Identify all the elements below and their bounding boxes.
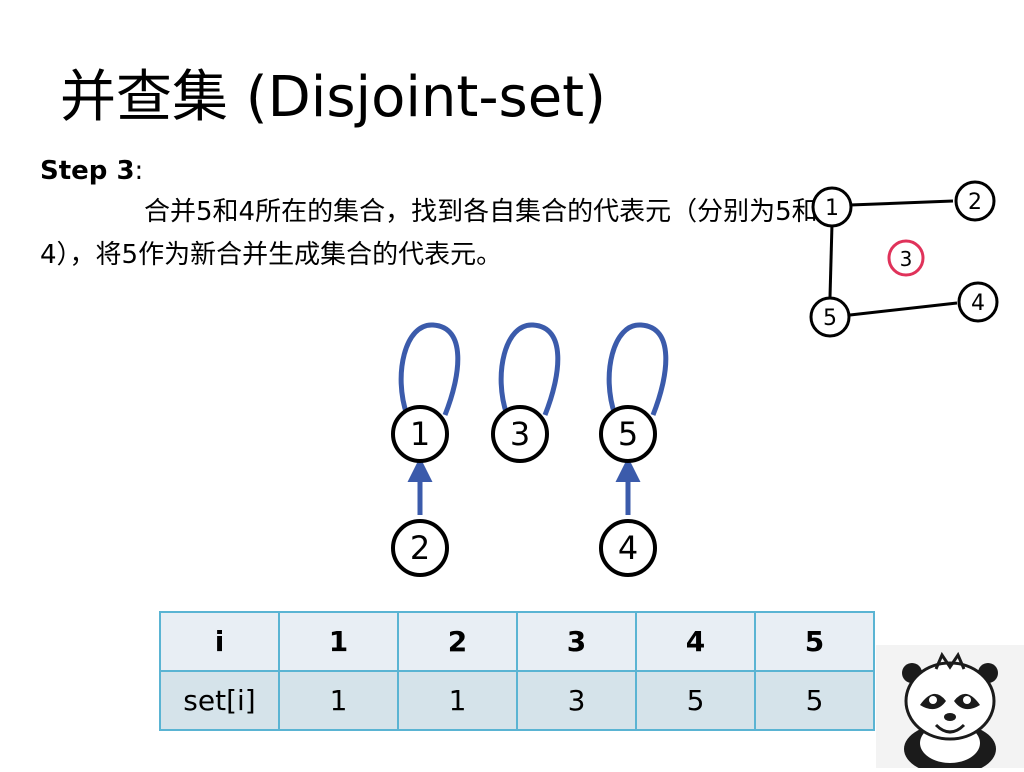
- svg-text:1: 1: [410, 415, 430, 453]
- step-description: Step 3: 合并5和4所在的集合，找到各自集合的代表元（分别为5和4），将5…: [40, 150, 830, 277]
- svg-text:4: 4: [971, 291, 985, 316]
- step-text: 合并5和4所在的集合，找到各自集合的代表元（分别为5和4），将5作为新合并生成集…: [40, 197, 818, 270]
- table-header-cell: 5: [754, 611, 875, 672]
- table-header-cell: 3: [516, 611, 637, 672]
- step-colon: :: [134, 156, 144, 186]
- svg-text:5: 5: [618, 415, 638, 453]
- edge-1-5: [828, 223, 834, 298]
- table-header-cell: i: [159, 611, 280, 672]
- table-cell: 1: [278, 670, 399, 731]
- graph-node-3-highlighted: 3: [887, 239, 925, 277]
- forest-node-2: 2: [391, 519, 449, 577]
- table-cell: 1: [397, 670, 518, 731]
- table-header-cell: 4: [635, 611, 756, 672]
- panda-icon: [902, 651, 998, 772]
- svg-text:1: 1: [825, 196, 839, 221]
- table-header-cell: 1: [278, 611, 399, 672]
- forest-node-5: 5: [599, 405, 657, 463]
- self-loop-3: [498, 322, 561, 434]
- table-cell: 5: [635, 670, 756, 731]
- svg-text:5: 5: [823, 306, 837, 331]
- table-row: set[i] 1 1 3 5 5: [159, 670, 875, 731]
- edge-5-4: [849, 301, 958, 317]
- svg-text:4: 4: [618, 529, 638, 567]
- set-array-table: i 1 2 3 4 5 set[i] 1 1 3 5 5: [159, 611, 875, 731]
- graph-node-4: 4: [957, 281, 999, 323]
- svg-text:2: 2: [410, 529, 430, 567]
- slide-title: 并查集 (Disjoint-set): [60, 65, 606, 130]
- panda-logo: [876, 645, 1024, 772]
- svg-text:3: 3: [510, 415, 530, 453]
- union-find-forest: 1 3 5 2 4: [391, 322, 669, 577]
- edge-1-2: [849, 199, 954, 207]
- table-header-row: i 1 2 3 4 5: [159, 611, 875, 672]
- forest-node-1: 1: [391, 405, 449, 463]
- graph-node-2: 2: [954, 180, 996, 222]
- self-loop-5: [606, 322, 669, 434]
- forest-node-4: 4: [599, 519, 657, 577]
- svg-text:2: 2: [968, 190, 982, 215]
- table-cell: 5: [754, 670, 875, 731]
- forest-node-3: 3: [491, 405, 549, 463]
- svg-text:3: 3: [900, 247, 913, 271]
- table-header-cell: 2: [397, 611, 518, 672]
- set-graph: 1 2 3 4 5: [809, 180, 999, 338]
- graph-node-5: 5: [809, 296, 851, 338]
- table-cell: set[i]: [159, 670, 280, 731]
- table-cell: 3: [516, 670, 637, 731]
- graph-node-1: 1: [811, 186, 853, 228]
- self-loop-1: [398, 322, 461, 434]
- step-label: Step 3: [40, 156, 135, 186]
